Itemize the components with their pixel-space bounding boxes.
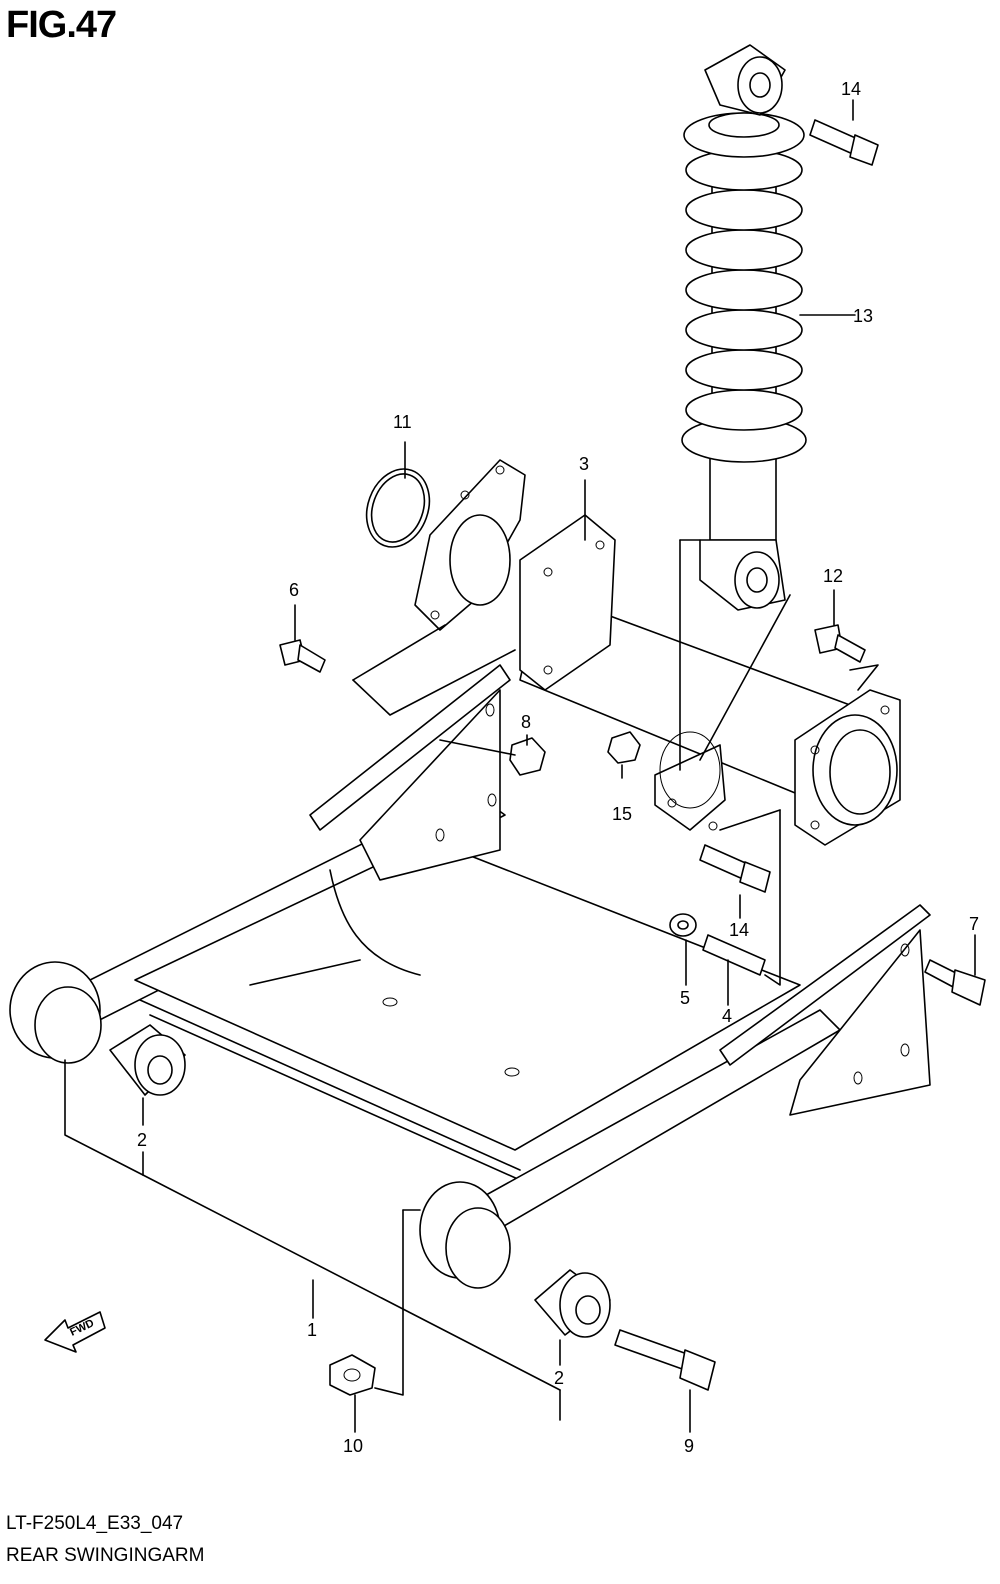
callout-5: 5 — [680, 988, 690, 1008]
callout-4: 4 — [722, 1006, 732, 1026]
nut-15[interactable] — [607, 731, 641, 764]
nut-10[interactable] — [329, 1354, 376, 1396]
nut-8[interactable] — [509, 737, 546, 776]
bushing-right[interactable] — [534, 1269, 611, 1338]
callout-13: 13 — [853, 306, 873, 326]
callout-6: 6 — [289, 580, 299, 600]
callout-12: 12 — [823, 566, 843, 586]
callout-1: 1 — [307, 1320, 317, 1340]
bushing-left[interactable] — [109, 1024, 186, 1096]
bolt-9[interactable] — [614, 1329, 716, 1391]
leader-lines — [64, 99, 976, 1433]
swingarm-part[interactable] — [9, 664, 931, 1289]
axle-housing-part[interactable] — [519, 514, 901, 846]
callout-14-upper: 14 — [841, 79, 861, 99]
callout-11: 11 — [393, 412, 412, 432]
callout-8: 8 — [521, 712, 531, 732]
callout-7: 7 — [969, 914, 979, 934]
bolt-14-upper[interactable] — [809, 119, 879, 166]
washer-5[interactable] — [669, 913, 697, 937]
callout-3: 3 — [579, 454, 589, 474]
drawing-code: LT-F250L4_E33_047 — [6, 1513, 184, 1534]
diagram-caption: REAR SWINGINGARM — [6, 1545, 205, 1566]
shock-absorber[interactable] — [681, 44, 807, 611]
fwd-arrow-icon: FWD — [44, 1311, 106, 1353]
callout-9: 9 — [684, 1436, 694, 1456]
callout-2-right: 2 — [554, 1368, 564, 1388]
callout-labels: 1 2 2 3 4 5 6 7 8 9 10 11 12 13 14 14 15 — [137, 79, 979, 1456]
bolt-7[interactable] — [924, 959, 986, 1006]
callout-10: 10 — [343, 1436, 363, 1456]
callout-15: 15 — [612, 804, 632, 824]
callout-14-lower: 14 — [729, 920, 749, 940]
stud-4[interactable] — [702, 934, 766, 976]
o-ring-seal[interactable] — [356, 460, 440, 556]
bolt-12[interactable] — [814, 624, 866, 663]
bolt-14-lower[interactable] — [699, 844, 771, 893]
brake-plate[interactable] — [414, 459, 526, 631]
callout-2-left: 2 — [137, 1130, 147, 1150]
bolt-6[interactable] — [279, 639, 326, 673]
figure-title: FIG.47 — [6, 4, 117, 46]
